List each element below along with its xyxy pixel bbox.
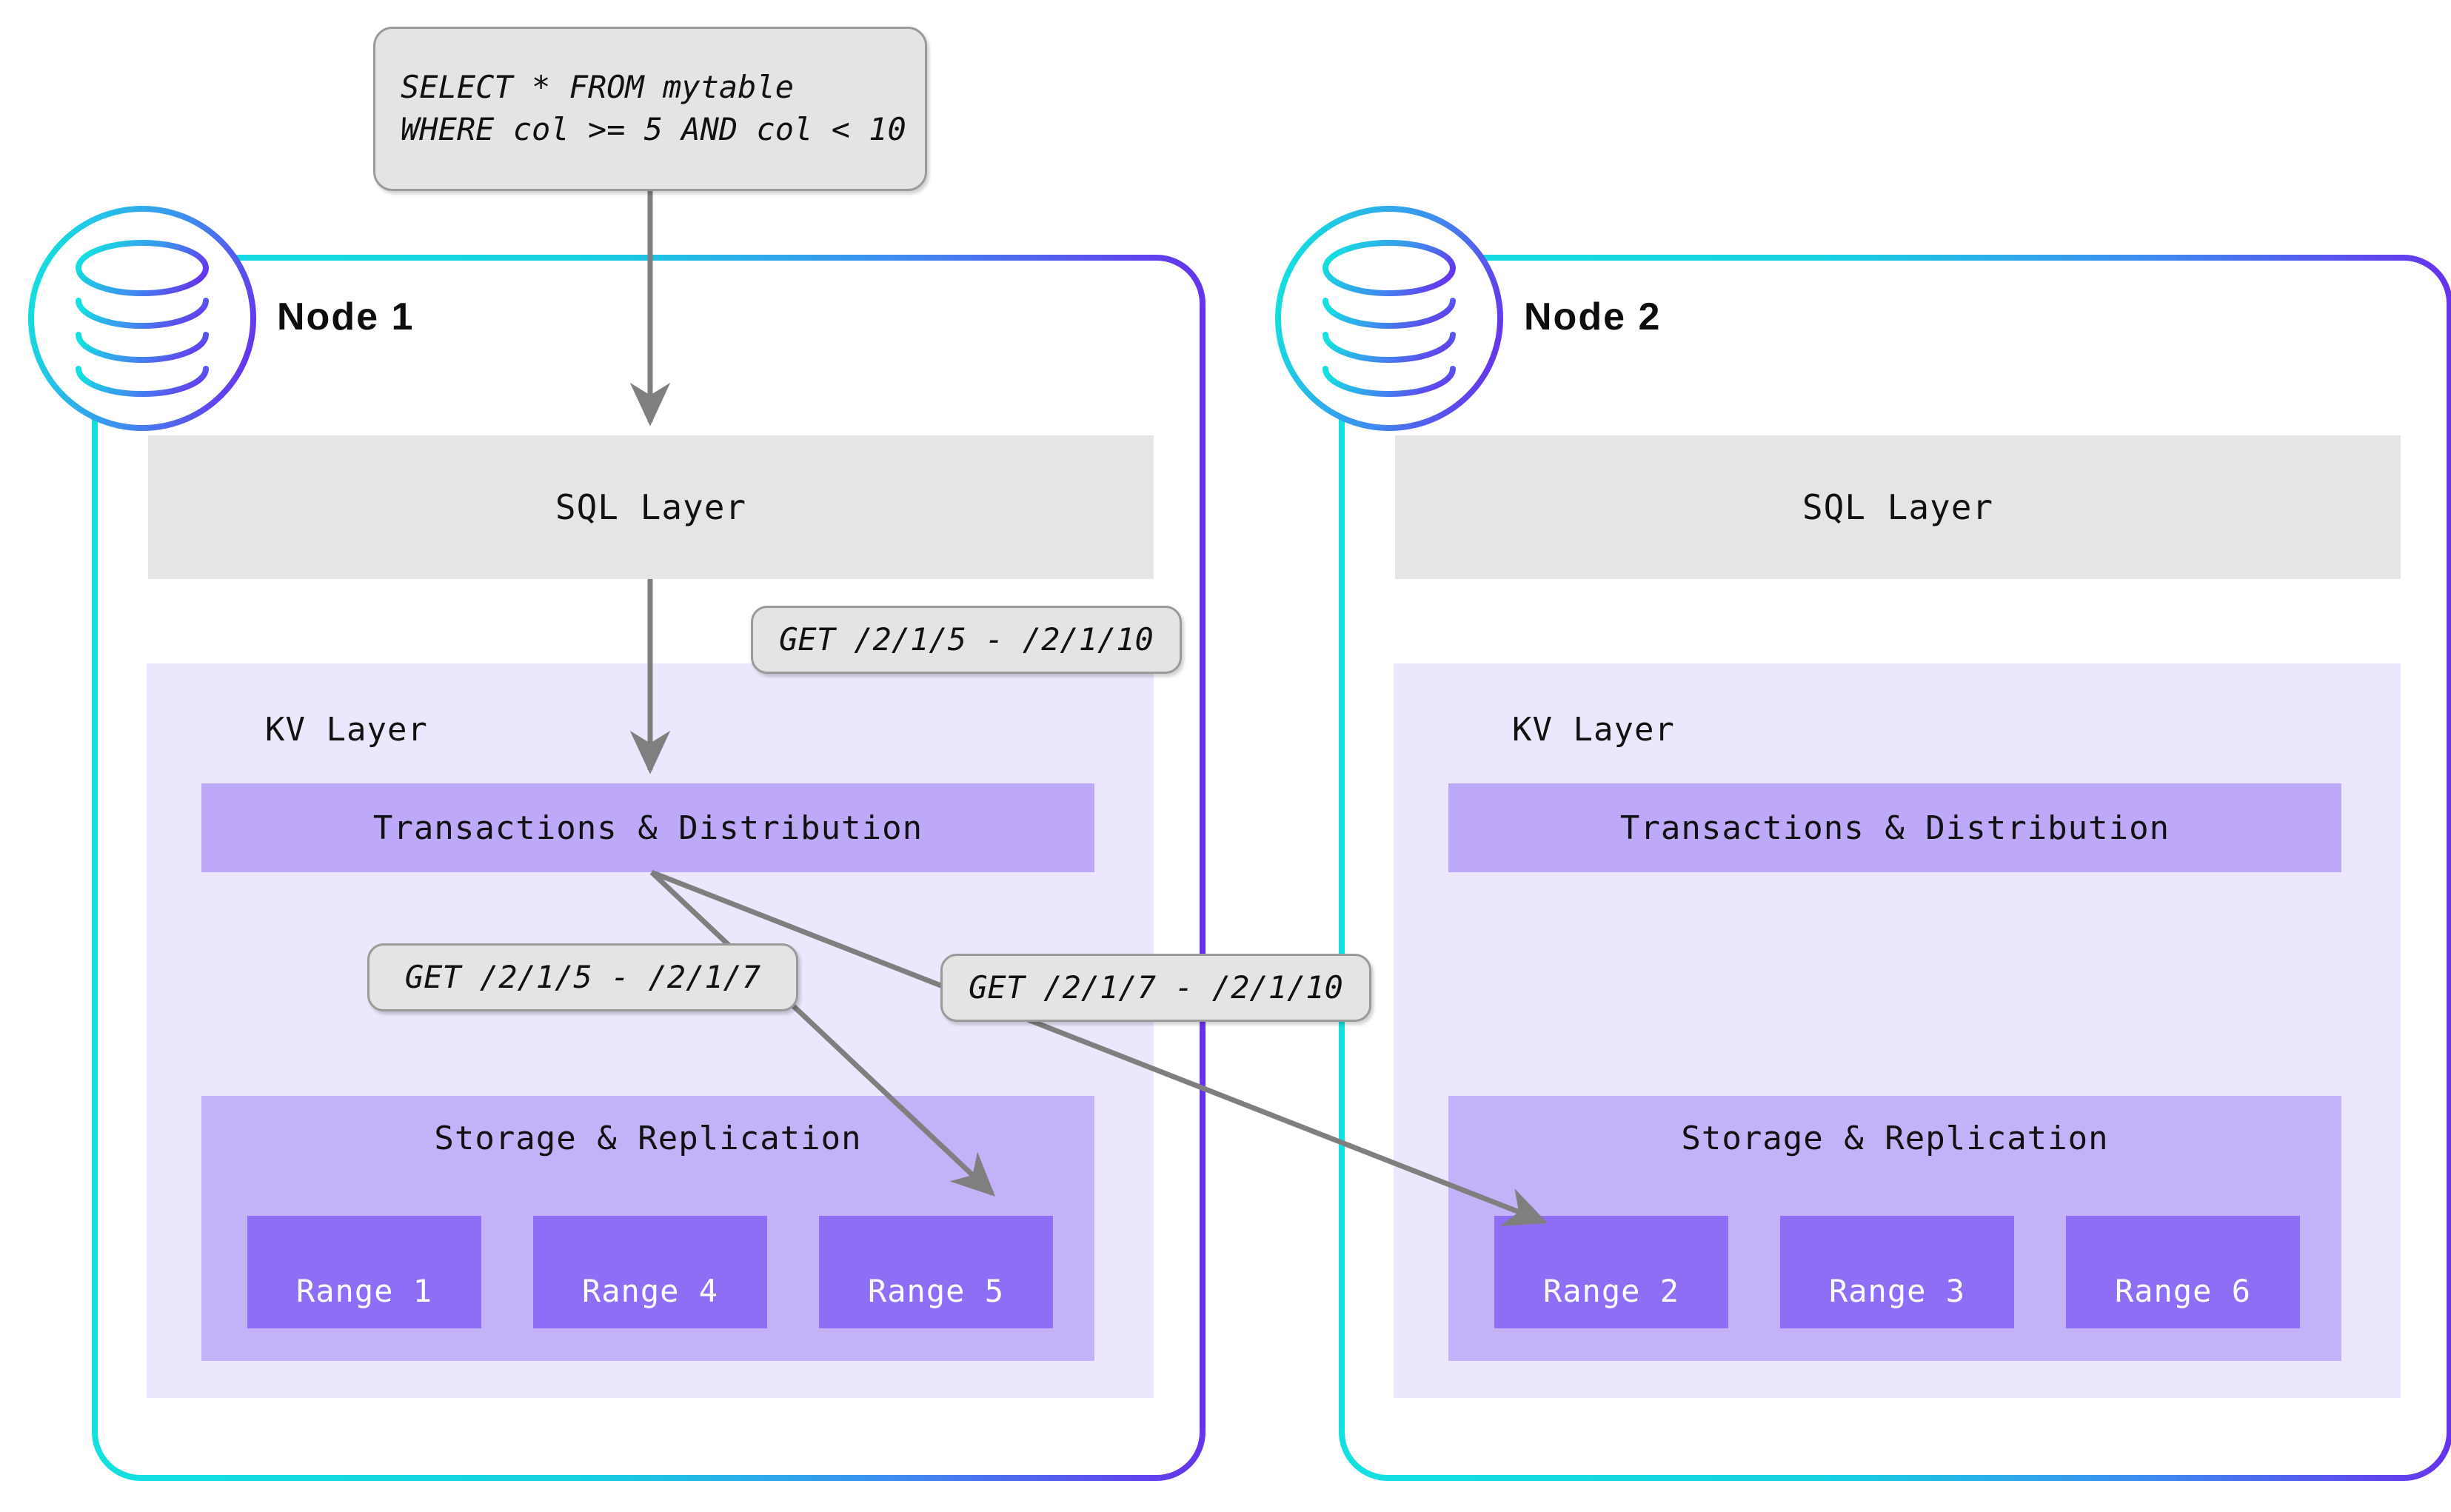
node-1-range-row: Range 1 Range 4 Range 5 (247, 1216, 1053, 1328)
sql-query-line-1: SELECT * FROM mytable (401, 69, 795, 106)
node-2-sql-layer-label: SQL Layer (1802, 487, 1994, 527)
node-2-kv-layer-label: KV Layer (1512, 711, 1675, 749)
node-2-storage-block: Storage & Replication Range 2 Range 3 Ra… (1448, 1096, 2341, 1361)
callout-kv-full-range-text: GET /2/1/5 - /2/1/10 (779, 620, 1154, 658)
node-2-range-box-2[interactable]: Range 3 (1780, 1216, 2014, 1328)
node-2-range-label-1: Range 2 (1542, 1273, 1679, 1309)
node-1-kv-layer-label: KV Layer (265, 711, 428, 749)
callout-range2-request: GET /2/1/7 - /2/1/10 (940, 954, 1371, 1022)
node-1-range-box-2[interactable]: Range 4 (533, 1216, 767, 1328)
node-2-range-label-3: Range 6 (2114, 1273, 2251, 1309)
sql-query-line-2: WHERE col >= 5 AND col < 10 (401, 111, 906, 147)
node-2-range-box-3[interactable]: Range 6 (2066, 1216, 2300, 1328)
node-2-range-label-2: Range 3 (1828, 1273, 1965, 1309)
node-1-panel: Node 1 SQL Layer KV Layer Transactions &… (147, 295, 1154, 1398)
node-2-transactions-bar: Transactions & Distribution (1448, 783, 2341, 872)
node-1-range-label-2: Range 4 (581, 1273, 718, 1309)
node-1-range-label-1: Range 1 (295, 1273, 432, 1309)
node-2-range-row: Range 2 Range 3 Range 6 (1494, 1216, 2300, 1328)
node-1-range-box-1[interactable]: Range 1 (247, 1216, 481, 1328)
node-2-panel: Node 2 SQL Layer KV Layer Transactions &… (1247, 0, 2451, 1512)
node-1-storage-block: Storage & Replication Range 1 Range 4 Ra… (201, 1096, 1094, 1361)
node-1-sql-layer-label: SQL Layer (555, 487, 747, 527)
sql-query-bubble: SELECT * FROM mytable WHERE col >= 5 AND… (373, 27, 927, 191)
callout-range5-request-text: GET /2/1/5 - /2/1/7 (404, 958, 761, 995)
callout-range5-request: GET /2/1/5 - /2/1/7 (367, 943, 798, 1011)
node-2-transactions-label: Transactions & Distribution (1619, 809, 2170, 847)
callout-range2-request-text: GET /2/1/7 - /2/1/10 (969, 969, 1343, 1006)
node-1-title: Node 1 (277, 295, 415, 338)
node-2-storage-label: Storage & Replication (1681, 1120, 2109, 1157)
node-1-storage-label: Storage & Replication (434, 1120, 862, 1157)
node-1-transactions-bar: Transactions & Distribution (201, 783, 1094, 872)
node-2-title: Node 2 (1524, 295, 1662, 338)
node-1-range-label-3: Range 5 (867, 1273, 1004, 1309)
node-1-transactions-label: Transactions & Distribution (372, 809, 923, 847)
node-1-sql-layer: SQL Layer (148, 435, 1154, 579)
callout-kv-full-range: GET /2/1/5 - /2/1/10 (751, 606, 1182, 674)
node-2-range-box-1[interactable]: Range 2 (1494, 1216, 1728, 1328)
node-1-range-box-3[interactable]: Range 5 (819, 1216, 1053, 1328)
node-2-sql-layer: SQL Layer (1395, 435, 2401, 579)
